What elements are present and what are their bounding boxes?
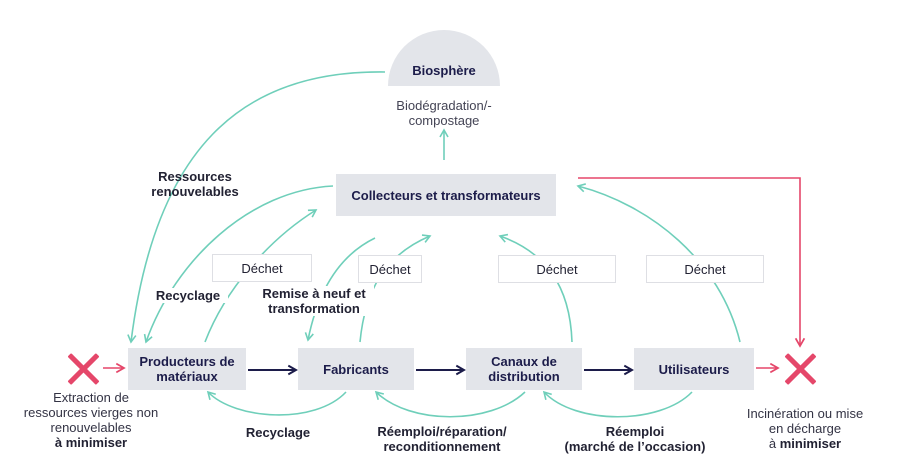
label-reemploi: Réemploi (marché de l’occasion) [564, 424, 706, 454]
cross-icon-right [783, 352, 817, 386]
tag-dechet-1: Déchet [212, 254, 312, 282]
node-biosphere-label: Biosphère [412, 63, 476, 78]
arrow-ressources-renouvelables [127, 71, 386, 344]
label-recyclage-top: Recyclage [148, 288, 228, 303]
label-extraction: Extraction de ressources vierges non ren… [16, 390, 166, 450]
node-canaux-label: Canaux de distribution [488, 354, 560, 384]
node-canaux: Canaux de distribution [466, 348, 582, 390]
label-incineration-bold-line: à minimiser [735, 436, 875, 451]
node-fabricants-label: Fabricants [323, 361, 389, 377]
tag-dechet-3: Déchet [498, 255, 616, 283]
tag-dechet-3-label: Déchet [536, 261, 578, 277]
arrow-reemploi-reparation [374, 390, 526, 418]
node-fabricants: Fabricants [298, 348, 414, 390]
tag-dechet-4-label: Déchet [684, 261, 726, 277]
label-extraction-bold: à minimiser [54, 435, 128, 450]
node-collecteurs-label: Collecteurs et transformateurs [351, 187, 541, 203]
cross-icon-left [66, 352, 100, 386]
arrow-reemploi [542, 390, 693, 418]
label-incineration-prefix: à [768, 436, 780, 451]
arrow-recyclage-top [143, 185, 334, 344]
node-utilisateurs-label: Utilisateurs [658, 361, 730, 377]
arrow-collecteurs-incineration [578, 177, 806, 348]
arrow-canaux-dechet [498, 233, 573, 343]
label-biodegradation: Biodégradation/- compostage [396, 98, 492, 128]
node-biosphere: Biosphère [388, 30, 500, 86]
arrow-remise-a-neuf [304, 237, 376, 342]
label-reemploi-reparation: Réemploi/réparation/ reconditionnement [377, 424, 507, 454]
node-utilisateurs: Utilisateurs [634, 348, 754, 390]
label-remise-a-neuf: Remise à neuf et transformation [254, 286, 374, 316]
label-ressources-renouvelables: Ressources renouvelables [151, 169, 239, 199]
label-incineration-text: Incinération ou mise en décharge [746, 406, 864, 436]
tag-dechet-2: Déchet [358, 255, 422, 283]
label-extraction-text: Extraction de ressources vierges non ren… [23, 390, 159, 435]
arrow-utilisateurs-dechet [576, 183, 741, 343]
node-producteurs-label: Producteurs de matériaux [139, 354, 235, 384]
node-collecteurs: Collecteurs et transformateurs [336, 174, 556, 216]
label-incineration: Incinération ou mise en décharge à minim… [735, 406, 875, 451]
tag-dechet-4: Déchet [646, 255, 764, 283]
node-producteurs: Producteurs de matériaux [128, 348, 246, 390]
tag-dechet-1-label: Déchet [241, 260, 283, 276]
label-recyclage-bottom: Recyclage [245, 425, 311, 440]
tag-dechet-2-label: Déchet [369, 261, 411, 277]
arrow-recyclage-bottom [206, 390, 347, 416]
label-incineration-bold: minimiser [779, 436, 842, 451]
